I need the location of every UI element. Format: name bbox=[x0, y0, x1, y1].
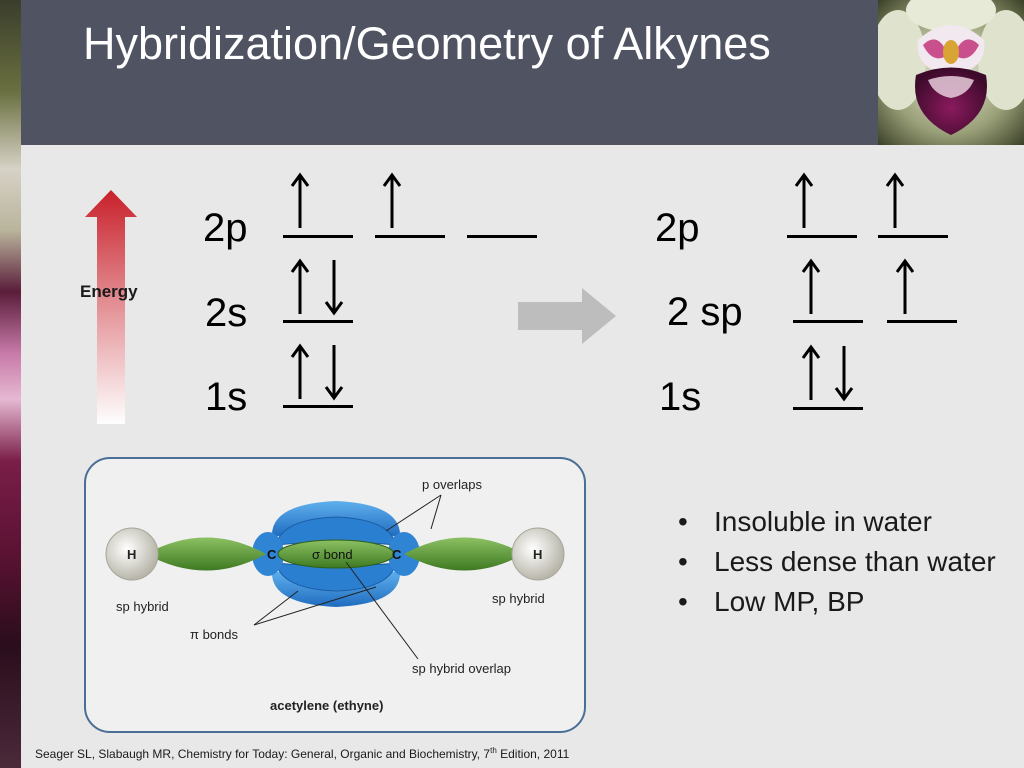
sigma-bond-label: σ bond bbox=[312, 547, 353, 562]
spin-down-icon bbox=[324, 260, 344, 316]
slide-title: Hybridization/Geometry of Alkynes bbox=[83, 18, 771, 69]
left-2p-orbital-1 bbox=[283, 235, 353, 238]
right-2p-orbital-1 bbox=[787, 235, 857, 238]
diagram-caption: acetylene (ethyne) bbox=[270, 698, 383, 713]
title-bar: Hybridization/Geometry of Alkynes bbox=[21, 0, 878, 145]
citation-superscript: th bbox=[490, 746, 497, 755]
sigma-bond-lobe bbox=[277, 539, 395, 569]
spin-up-icon bbox=[290, 258, 310, 314]
sp-hybrid-overlap-label: sp hybrid overlap bbox=[412, 661, 511, 676]
p-overlaps-label: p overlaps bbox=[422, 477, 482, 492]
c-left-label: C bbox=[267, 547, 277, 562]
slide: Hybridization/Geometry of Alkynes bbox=[21, 0, 1024, 768]
energy-arrow bbox=[85, 190, 137, 424]
acetylene-orbital-figure: H H C C σ bond p overlaps sp hybrid sp h… bbox=[105, 477, 565, 713]
right-2p-label: 2p bbox=[655, 206, 700, 250]
left-1s-orbital bbox=[283, 405, 353, 408]
bullet-item: Less dense than water bbox=[676, 542, 1006, 582]
orchid-photo bbox=[878, 0, 1024, 145]
left-2s-orbital bbox=[283, 320, 353, 323]
right-2sp-label: 2 sp bbox=[667, 290, 743, 334]
sp-hybrid-right-label: sp hybrid bbox=[492, 591, 545, 606]
hydrogen-atom-left bbox=[105, 527, 159, 581]
spin-up-icon bbox=[801, 344, 821, 400]
spin-down-icon bbox=[324, 345, 344, 401]
right-1s-orbital bbox=[793, 407, 863, 410]
spin-up-icon bbox=[885, 172, 905, 228]
sp-hybrid-lobe-right bbox=[404, 537, 524, 571]
spin-up-icon bbox=[382, 172, 402, 228]
left-2p-label: 2p bbox=[203, 206, 248, 250]
side-photo-strip bbox=[0, 0, 21, 768]
spin-up-icon bbox=[801, 258, 821, 314]
pi-bonds-label: π bonds bbox=[190, 627, 239, 642]
right-2p-orbital-2 bbox=[878, 235, 948, 238]
spin-down-icon bbox=[834, 346, 854, 402]
right-sp-orbital-2 bbox=[887, 320, 957, 323]
left-2s-label: 2s bbox=[205, 291, 248, 335]
right-1s-label: 1s bbox=[659, 375, 702, 419]
energy-label: Energy bbox=[80, 282, 138, 301]
left-2p-orbital-3 bbox=[467, 235, 537, 238]
left-2p-orbital-2 bbox=[375, 235, 445, 238]
h-right-label: H bbox=[533, 547, 542, 562]
h-left-label: H bbox=[127, 547, 136, 562]
spin-up-icon bbox=[794, 172, 814, 228]
spin-up-icon bbox=[895, 258, 915, 314]
c-right-label: C bbox=[392, 547, 402, 562]
spin-up-icon bbox=[290, 343, 310, 399]
bullet-item: Low MP, BP bbox=[676, 582, 1006, 622]
right-arrow-icon bbox=[518, 288, 616, 344]
acetylene-orbital-diagram: H H C C σ bond p overlaps sp hybrid sp h… bbox=[84, 457, 586, 733]
bullet-item: Insoluble in water bbox=[676, 502, 1006, 542]
right-sp-orbital-1 bbox=[793, 320, 863, 323]
citation-footer: Seager SL, Slabaugh MR, Chemistry for To… bbox=[35, 746, 569, 761]
sp-hybrid-lobe-left bbox=[146, 537, 266, 571]
citation-text: Seager SL, Slabaugh MR, Chemistry for To… bbox=[35, 747, 491, 761]
left-1s-label: 1s bbox=[205, 375, 248, 419]
spin-up-icon bbox=[290, 172, 310, 228]
citation-tail: Edition, 2011 bbox=[496, 747, 570, 761]
properties-list: Insoluble in water Less dense than water… bbox=[676, 502, 1006, 622]
hydrogen-atom-right bbox=[511, 527, 565, 581]
sp-hybrid-left-label: sp hybrid bbox=[116, 599, 169, 614]
